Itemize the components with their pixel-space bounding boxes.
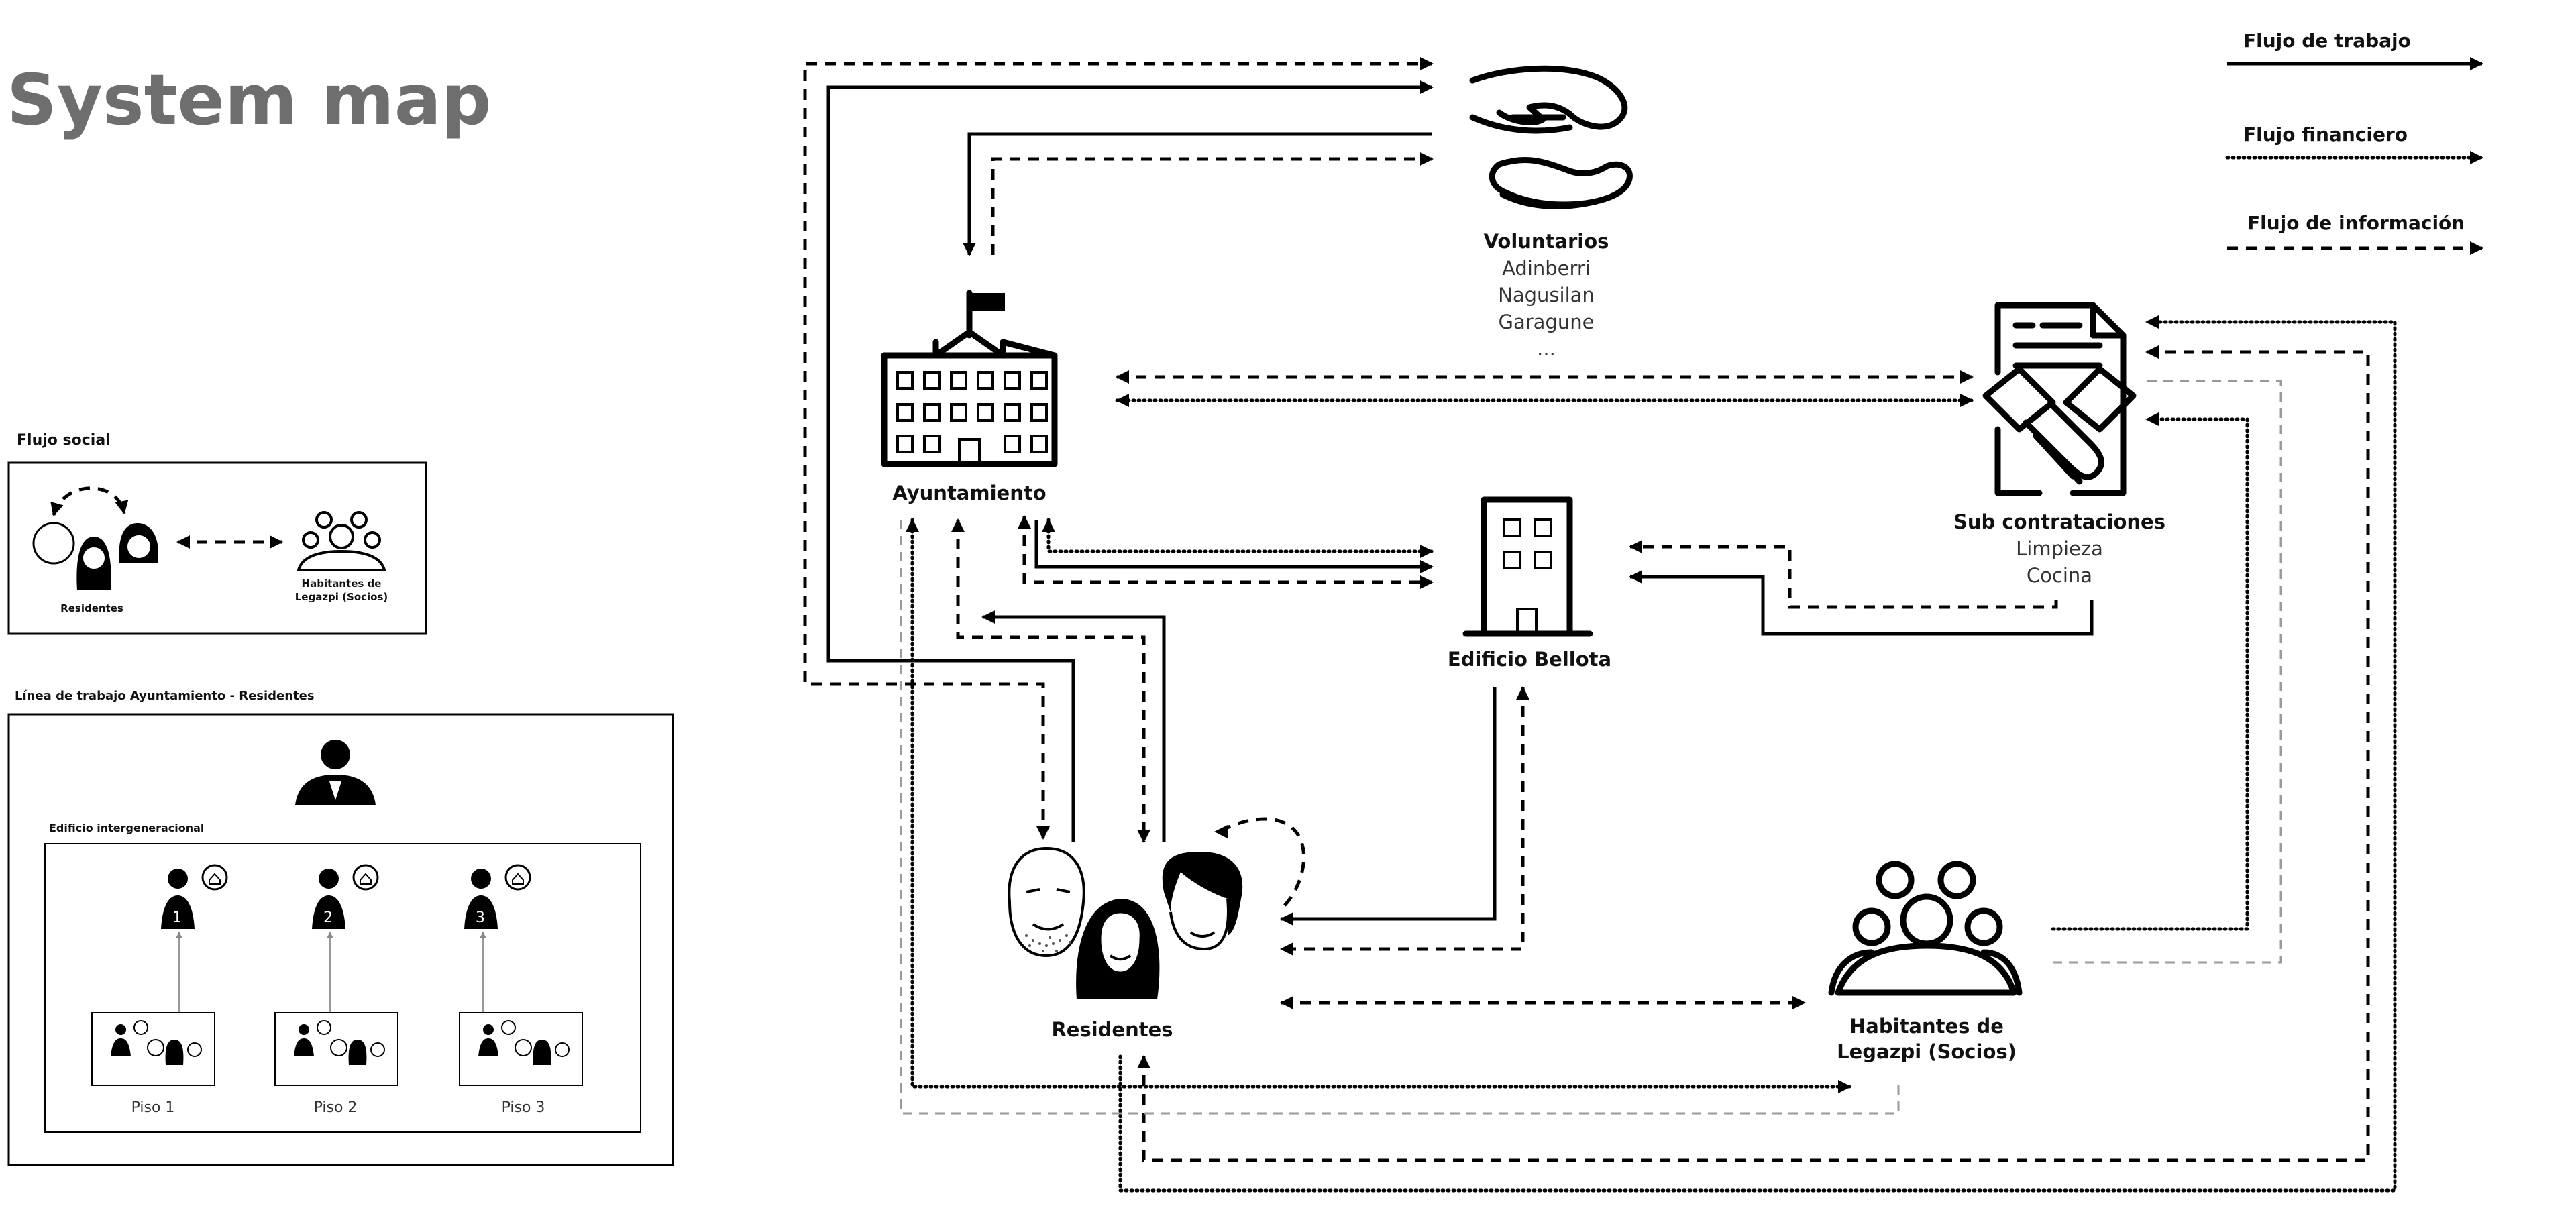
node-edificio-bellota[interactable]: Edificio Bellota	[1448, 496, 1611, 671]
edificio-label: Edificio Bellota	[1448, 648, 1611, 671]
office-building-icon	[1462, 496, 1593, 637]
node-ayuntamiento[interactable]: Ayuntamiento	[881, 290, 1058, 504]
resident-person-icon	[312, 864, 379, 929]
voluntarios-label: Voluntarios	[1484, 230, 1609, 253]
resident-person-icon	[161, 864, 228, 929]
node-sub-contrataciones[interactable]: Sub contrataciones Limpieza Cocina	[1953, 302, 2165, 587]
floor-2: 2 Piso 2	[274, 864, 398, 1116]
mini-residentes-label: Residentes	[60, 602, 123, 614]
floor-box	[459, 1012, 583, 1086]
floor-number: 2	[323, 909, 333, 926]
habitantes-label-line1: Habitantes de	[1849, 1015, 2004, 1038]
residents-faces-icon	[1008, 846, 1243, 999]
link-ayuntamiento-habitantes-financial	[906, 518, 1852, 1093]
link-ayuntamiento-edificio-work	[1034, 520, 1434, 573]
flujo-social-frame	[7, 461, 427, 635]
link-ayuntamiento-edificio-info	[1018, 515, 1434, 589]
edificio-intergeneracional-frame	[44, 843, 641, 1133]
sub-item: Cocina	[2027, 564, 2092, 587]
resident-person-icon	[464, 864, 531, 929]
legend-financial-label: Flujo financiero	[2243, 123, 2408, 146]
legend-info-label: Flujo de información	[2247, 212, 2465, 234]
floor-number: 3	[476, 909, 485, 926]
link-edificio-residentes-info	[1280, 686, 1529, 956]
flujo-social-loop	[50, 486, 129, 516]
official-person-icon	[295, 740, 376, 805]
voluntarios-item: Adinberri	[1502, 257, 1591, 280]
group-people-icon	[1828, 861, 2023, 996]
legend: Flujo de trabajo Flujo financiero Flujo …	[2225, 30, 2484, 255]
habitantes-label-line2: Legazpi (Socios)	[1837, 1040, 2017, 1063]
floor-3: 3 Piso 3	[459, 864, 583, 1116]
floor-label: Piso 1	[131, 1099, 175, 1116]
linea-trabajo-heading: Línea de trabajo Ayuntamiento - Resident…	[15, 689, 315, 703]
link-residentes-sub-info	[1137, 345, 2370, 1162]
floor-1: 1 Piso 1	[91, 864, 228, 1116]
mini-habitantes-line1: Habitantes de	[302, 577, 382, 590]
floor-label: Piso 3	[502, 1099, 545, 1116]
voluntarios-item: Garagune	[1499, 311, 1595, 333]
floor-number: 1	[172, 909, 182, 926]
flujo-social-heading: Flujo social	[17, 432, 111, 449]
node-voluntarios[interactable]: Voluntarios Adinberri Nagusilan Garagune…	[1469, 65, 1633, 360]
node-residentes[interactable]: Residentes	[1008, 846, 1243, 1041]
mini-habitantes-line2: Legazpi (Socios)	[295, 591, 388, 603]
mini-residents-icon	[32, 522, 158, 590]
link-ayuntamiento-edificio-financial	[1042, 518, 1434, 558]
legend-work-label: Flujo de trabajo	[2243, 30, 2411, 52]
voluntarios-item: Nagusilan	[1498, 284, 1595, 307]
link-residentes-sub-financial	[1118, 315, 2397, 1193]
link-voluntarios-ayuntamiento-work	[963, 132, 1432, 256]
sub-label: Sub contrataciones	[1953, 510, 2165, 533]
sub-item: Limpieza	[2016, 537, 2103, 560]
town-hall-icon	[881, 290, 1058, 467]
mini-group-icon	[297, 511, 386, 571]
link-edificio-residentes-work	[1280, 687, 1497, 926]
node-habitantes[interactable]: Habitantes de Legazpi (Socios)	[1828, 861, 2023, 1063]
ayuntamiento-label: Ayuntamiento	[892, 482, 1046, 504]
handshake-hands-icon	[1469, 65, 1633, 209]
floor-box	[274, 1012, 398, 1086]
flujo-social-panel: Flujo social Residentes Habitantes de Le…	[7, 432, 427, 635]
link-ayuntamiento-voluntarios-info	[991, 152, 1434, 255]
contract-handshake-icon	[1982, 302, 2137, 496]
page-title: System map	[7, 59, 491, 141]
link-ayuntamiento-habitantes-grey	[900, 520, 1900, 1115]
link-habitantes-sub-grey	[2053, 380, 2282, 964]
voluntarios-item: ...	[1537, 337, 1556, 360]
linea-trabajo-panel: Línea de trabajo Ayuntamiento - Resident…	[7, 689, 674, 1166]
floor-box	[91, 1012, 215, 1086]
residentes-label: Residentes	[1051, 1018, 1173, 1041]
edificio-intergeneracional-label: Edificio intergeneracional	[49, 822, 204, 834]
floor-label: Piso 2	[314, 1099, 358, 1116]
linea-trabajo-frame	[7, 713, 674, 1166]
connections	[803, 57, 2397, 1193]
